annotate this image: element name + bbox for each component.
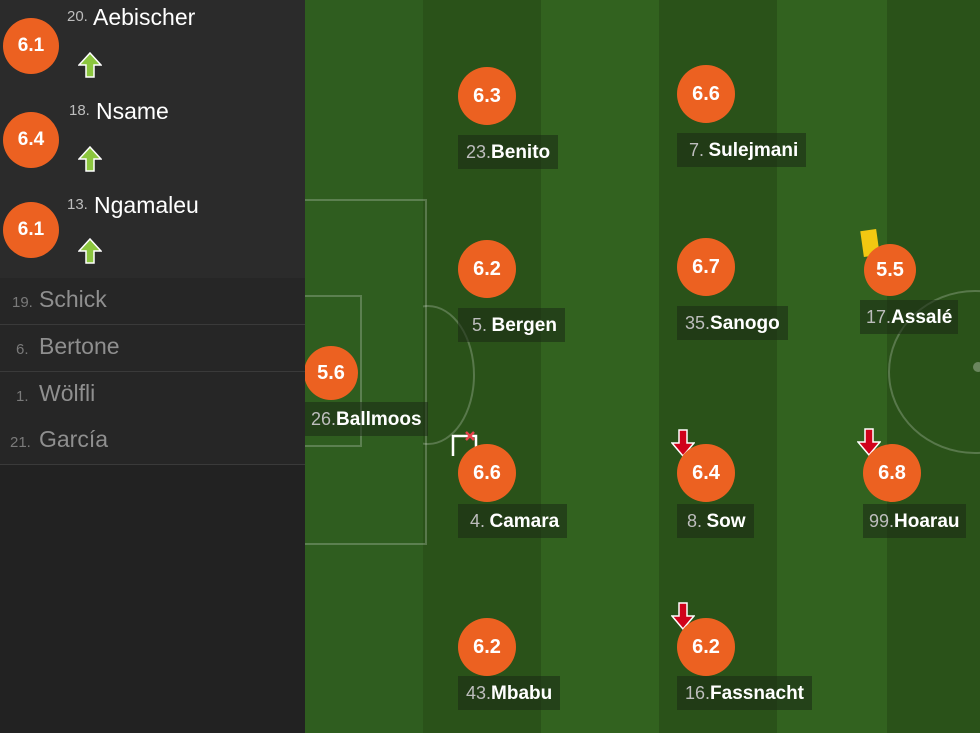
player-number: 1. [16, 388, 29, 405]
player-number: 99. [869, 511, 895, 531]
rating-badge: 6.4 [677, 444, 735, 502]
player-number: 17. [866, 307, 892, 327]
player-marker[interactable]: 6.8 99.Hoarau [863, 444, 980, 564]
player-number: 23. [466, 142, 492, 162]
player-label: 5. Bergen [458, 308, 565, 342]
player-label: 4. Camara [458, 504, 568, 538]
player-name: Bergen [491, 315, 557, 336]
player-marker[interactable]: 6.4 8. Sow [677, 444, 797, 564]
center-spot [973, 362, 980, 372]
up-arrow-icon [78, 146, 102, 172]
player-number: 26. [311, 409, 337, 429]
player-marker[interactable]: 6.2 43.Mbabu [458, 618, 578, 733]
rating-badge: 6.4 [3, 112, 59, 168]
player-label: 26.Ballmoos [305, 402, 428, 436]
player-marker[interactable]: 6.3 23.Benito [458, 67, 578, 187]
pitch: 6.3 23.Benito 6.6 7. Sulejmani 6.2 5. Be… [305, 0, 980, 733]
player-name: García [39, 426, 109, 452]
player-marker[interactable]: 6.6 7. Sulejmani [677, 65, 827, 185]
player-marker[interactable]: 6.2 5. Bergen [458, 240, 578, 360]
player-label: 43.Mbabu [458, 676, 561, 710]
rating-badge: 6.8 [863, 444, 921, 502]
player-number: 18. [69, 102, 90, 119]
player-label: 99.Hoarau [863, 504, 966, 538]
player-number: 4. [470, 511, 486, 531]
substitutes-panel: 6.1 20. Aebischer 6.4 18. Nsame 6.1 13. … [0, 0, 305, 733]
player-label: 17.Assalé [860, 300, 959, 334]
player-name: Hoarau [894, 511, 960, 532]
substitute-row[interactable]: 6.4 18. Nsame [0, 94, 305, 190]
player-name: Ngamaleu [94, 192, 199, 218]
player-marker[interactable]: 6.2 16.Fassnacht [677, 618, 827, 733]
rating-badge: 6.2 [458, 240, 516, 298]
player-name: Bertone [39, 333, 120, 359]
player-number: 5. [472, 315, 488, 335]
rating-badge: 6.2 [458, 618, 516, 676]
player-name: Nsame [96, 98, 169, 124]
player-name: Wölfli [39, 380, 96, 406]
rating-badge: 6.7 [677, 238, 735, 296]
player-label: 8. Sow [677, 504, 754, 538]
player-number: 35. [685, 313, 711, 333]
player-number: 20. [67, 8, 88, 25]
rating-badge: 6.2 [677, 618, 735, 676]
substitute-row[interactable]: 6.1 20. Aebischer [0, 0, 305, 96]
player-marker[interactable]: 5.5 17.Assalé [860, 244, 975, 364]
player-name: Camara [489, 511, 560, 532]
player-name: Schick [39, 286, 107, 312]
player-name: Assalé [891, 307, 953, 328]
player-marker[interactable]: 6.7 35.Sanogo [677, 238, 797, 358]
player-number: 8. [687, 511, 703, 531]
player-label: 16.Fassnacht [677, 676, 813, 710]
player-marker[interactable]: 6.6 4. Camara [458, 444, 578, 564]
player-label: 23.Benito [458, 135, 559, 169]
bench-row[interactable]: 19. Schick [0, 278, 305, 325]
pitch-stripe [777, 0, 887, 733]
up-arrow-icon [78, 52, 102, 78]
player-number: 43. [466, 683, 492, 703]
bench-row[interactable]: 21. García [0, 418, 305, 465]
player-marker[interactable]: 5.6 26.Ballmoos [305, 346, 445, 466]
player-name: Sow [706, 511, 746, 532]
player-name: Sulejmani [708, 140, 799, 161]
player-number: 21. [10, 434, 31, 451]
rating-badge: 5.5 [864, 244, 916, 296]
player-number: 19. [12, 294, 33, 311]
player-name: Sanogo [710, 313, 780, 334]
player-number: 6. [16, 341, 29, 358]
player-name: Fassnacht [710, 683, 805, 704]
rating-badge: 6.1 [3, 18, 59, 74]
rating-badge: 6.3 [458, 67, 516, 125]
player-number: 7. [689, 140, 705, 160]
player-name: Mbabu [491, 683, 553, 704]
player-name: Ballmoos [336, 409, 422, 430]
player-label: 7. Sulejmani [677, 133, 807, 167]
bench-row[interactable]: 1. Wölfli [0, 372, 305, 419]
player-number: 16. [685, 683, 711, 703]
player-name: Aebischer [93, 4, 196, 30]
player-name: Benito [491, 142, 551, 163]
rating-badge: 6.1 [3, 202, 59, 258]
up-arrow-icon [78, 238, 102, 264]
player-label: 35.Sanogo [677, 306, 788, 340]
bench-row[interactable]: 6. Bertone [0, 325, 305, 372]
rating-badge: 6.6 [677, 65, 735, 123]
pitch-stripe [541, 0, 659, 733]
rating-badge: 6.6 [458, 444, 516, 502]
substitute-row[interactable]: 6.1 13. Ngamaleu [0, 188, 305, 284]
player-number: 13. [67, 196, 88, 213]
rating-badge: 5.6 [305, 346, 358, 400]
goal-area [305, 295, 362, 447]
